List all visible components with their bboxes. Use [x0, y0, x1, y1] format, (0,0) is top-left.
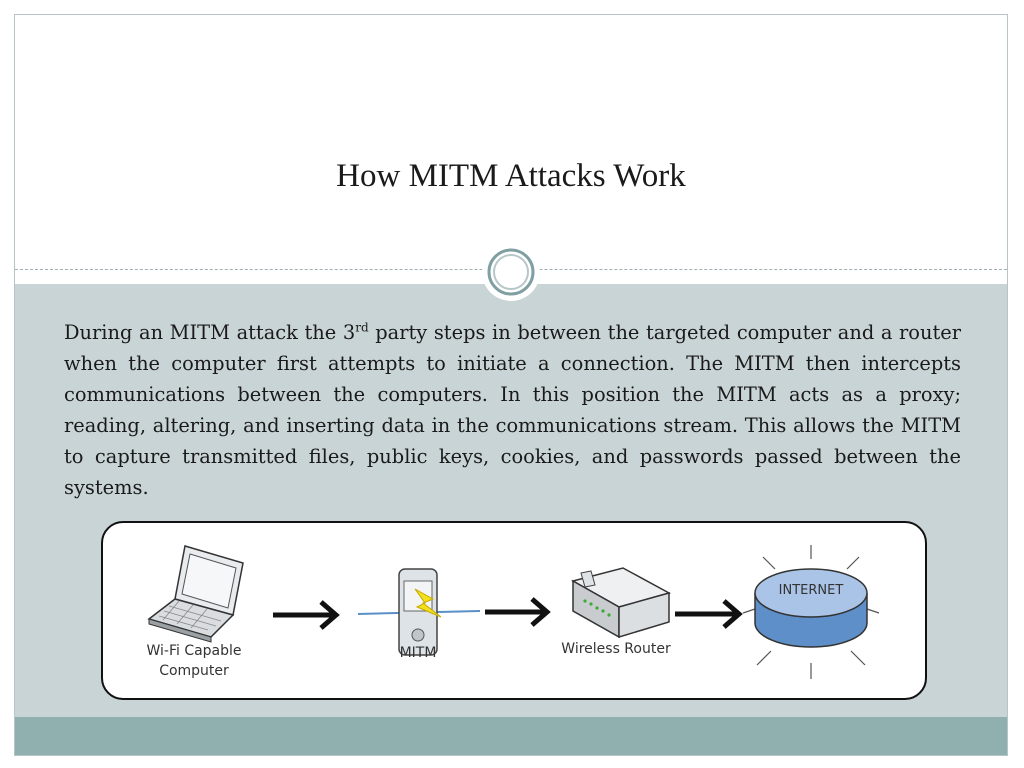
arrow-icon	[485, 597, 551, 627]
body-paragraph: During an MITM attack the 3rd party step…	[64, 317, 961, 503]
computer-label: Wi-Fi Capable Computer	[139, 641, 249, 681]
diagram-graphics	[147, 545, 880, 679]
internet-icon	[742, 545, 880, 679]
computer-label-line1: Wi-Fi Capable	[146, 643, 242, 659]
circle-ornament-icon	[482, 243, 540, 301]
arrow-icon	[675, 599, 743, 629]
mitm-phone-icon	[357, 568, 481, 656]
arrow-icon	[273, 600, 340, 630]
internet-label: INTERNET	[778, 583, 844, 598]
laptop-icon	[147, 545, 244, 643]
mitm-label: MITM	[399, 645, 437, 661]
slide-title: How MITM Attacks Work	[336, 158, 686, 194]
router-label: Wireless Router	[561, 641, 671, 657]
computer-label-line2: Computer	[159, 663, 229, 679]
footer-band	[15, 717, 1007, 755]
ordinal-suffix: rd	[355, 320, 369, 335]
body-text-part2: party steps in between the targeted comp…	[64, 321, 961, 499]
mitm-diagram: Wi-Fi Capable Computer MITM Wireless Rou…	[101, 521, 927, 700]
title-area: How MITM Attacks Work	[15, 15, 1007, 269]
router-icon	[571, 567, 671, 639]
body-text-part1: During an MITM attack the 3	[64, 321, 356, 344]
slide: How MITM Attacks Work During an MITM att…	[14, 14, 1008, 756]
